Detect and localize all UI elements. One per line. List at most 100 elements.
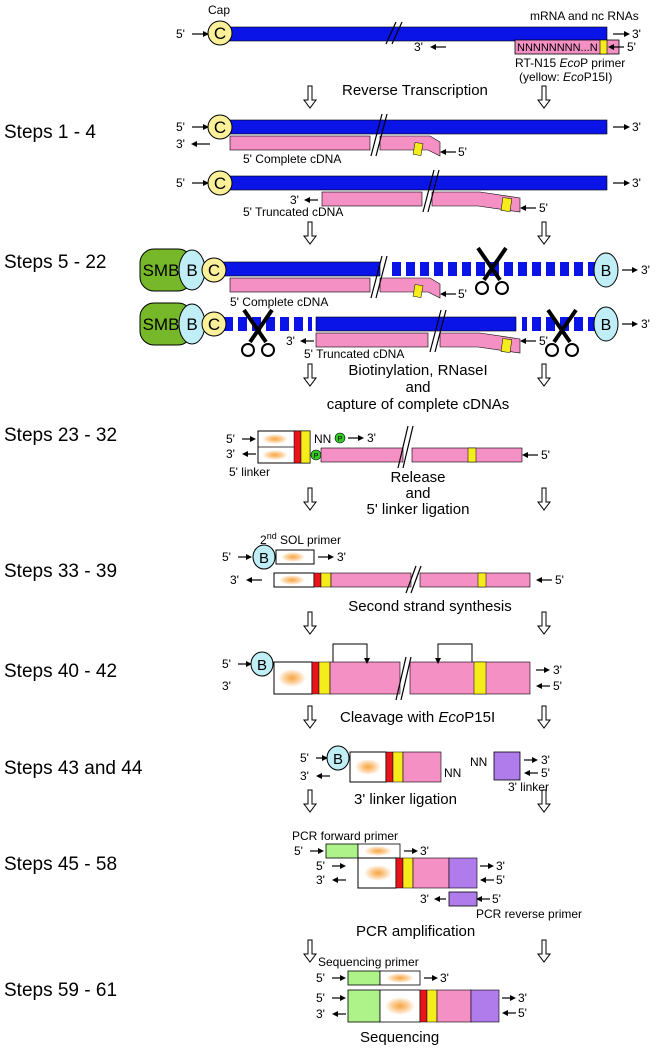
step-label-1-4: Steps 1 - 4 [4, 122, 96, 143]
five-prime-linker-label: 5' linker [229, 465, 270, 479]
scissors-icon [475, 246, 509, 295]
down-arrow-icon [303, 85, 317, 109]
step-label-45-58: Steps 45 - 58 [4, 854, 117, 875]
step-label-33-39: Steps 33 - 39 [4, 561, 117, 582]
sequencing-label: Sequencing [360, 1029, 439, 1046]
arrowhead-icon [624, 31, 630, 37]
cdna-strand [315, 332, 429, 348]
down-arrow-icon [537, 611, 551, 635]
scissors-icon [241, 308, 275, 357]
svg-text:5': 5' [300, 751, 309, 765]
down-arrow-icon [537, 789, 551, 813]
break-mark-icon [385, 21, 397, 45]
cap-icon [207, 170, 233, 196]
svg-text:C: C [208, 261, 220, 280]
svg-text:3': 3' [230, 573, 239, 587]
svg-text:5': 5' [222, 550, 231, 564]
cdna-strand [379, 277, 441, 299]
section-steps-1-4: 5' 3' 3' C 5' 5' Complete cDNA 5' 3' C 3… [176, 113, 641, 219]
pcr-reverse-primer [448, 891, 478, 907]
five-prime-label: 5' [176, 27, 185, 41]
svg-text:C: C [214, 174, 226, 193]
break-mark-icon [370, 113, 383, 157]
arrowhead-icon [430, 44, 436, 50]
biotin-icon [250, 651, 274, 677]
dsdna [409, 661, 531, 695]
svg-text:5': 5' [458, 287, 467, 301]
sol-primer-label: 2nd SOL primer [260, 531, 341, 547]
svg-text:C: C [214, 118, 226, 137]
break-mark-icon [405, 565, 417, 594]
cap-icon [201, 311, 227, 337]
svg-text:5': 5' [518, 1006, 527, 1020]
phosphate-icon [334, 432, 346, 444]
svg-text:3': 3' [440, 971, 449, 985]
svg-text:3': 3' [632, 27, 641, 41]
step-label-59-61: Steps 59 - 61 [4, 980, 117, 1001]
down-arrow-icon [303, 363, 317, 387]
down-arrow-icon [537, 939, 551, 963]
cdna-strand [320, 447, 404, 463]
down-arrow-icon [303, 939, 317, 963]
svg-text:3': 3' [553, 663, 562, 677]
cap-label: Cap [208, 3, 230, 17]
primer-seq: NNNNNNNN...N [517, 42, 598, 54]
svg-text:B: B [601, 317, 612, 334]
svg-text:3': 3' [176, 137, 185, 151]
svg-text:3': 3' [316, 873, 325, 887]
cleavage-bracket-icon [437, 643, 473, 662]
down-arrow-icon [303, 705, 317, 729]
svg-text:3': 3' [420, 844, 429, 858]
cdna-strand [379, 135, 441, 157]
svg-text:5': 5' [458, 145, 467, 159]
linker-ligation-label: 3' linker ligation [354, 791, 457, 808]
cdna-strand [431, 191, 521, 213]
svg-text:NN: NN [314, 432, 331, 446]
cdna-strand [439, 332, 521, 354]
svg-text:5': 5' [222, 657, 231, 671]
three-prime-linker-label: 3' linker [508, 780, 549, 794]
biotin-label-2: and [405, 379, 430, 396]
down-arrow-icon [537, 487, 551, 511]
svg-text:5': 5' [176, 176, 185, 190]
biotin-icon [252, 544, 276, 570]
svg-text:B: B [186, 261, 197, 280]
svg-text:5': 5' [226, 432, 235, 446]
svg-text:3': 3' [286, 334, 295, 348]
reverse-transcription-label: Reverse Transcription [342, 82, 488, 99]
biotin-label-3: capture of complete cDNAs [327, 396, 510, 413]
svg-text:NN: NN [470, 755, 487, 769]
cleavage-label: Cleavage with EcoP15I [340, 709, 495, 726]
svg-text:5': 5' [316, 991, 325, 1005]
truncated-cdna-label-2: 5' Truncated cDNA [304, 347, 404, 361]
pcr-forward-primer [325, 843, 359, 859]
svg-text:5': 5' [539, 201, 548, 215]
svg-text:5': 5' [176, 120, 185, 134]
biotin-icon [326, 745, 350, 771]
pcr-amplification-label: PCR amplification [356, 923, 475, 940]
svg-text:3': 3' [367, 431, 376, 445]
svg-text:NN: NN [444, 766, 461, 780]
svg-text:5': 5' [541, 448, 550, 462]
svg-text:3': 3' [290, 193, 299, 207]
cdna-strand [419, 572, 531, 588]
cap-icon [201, 257, 227, 283]
svg-text:3': 3' [414, 40, 423, 54]
sequencing-primer [347, 970, 381, 986]
complete-cdna-label-2: 5' Complete cDNA [230, 295, 328, 309]
cap-icon [207, 20, 233, 46]
svg-text:P: P [314, 453, 319, 460]
svg-text:5': 5' [541, 766, 550, 780]
pcr-reverse-label: PCR reverse primer [476, 907, 582, 921]
second-strand-label: Second strand synthesis [348, 598, 511, 615]
svg-text:3': 3' [222, 679, 231, 693]
svg-text:C: C [208, 315, 220, 334]
biotin-icon [593, 306, 619, 342]
svg-text:3': 3' [632, 176, 641, 190]
svg-text:5': 5' [553, 679, 562, 693]
mrna-strand [219, 119, 608, 135]
svg-text:5': 5' [627, 40, 636, 54]
section-steps-59-61: Sequencing primer 5' 3' 5' 3' 3' 5' Sequ… [316, 955, 527, 1046]
section-steps-45-58: PCR forward primer 5' 3' 5' 3' 3' 5' 3' [292, 829, 582, 940]
